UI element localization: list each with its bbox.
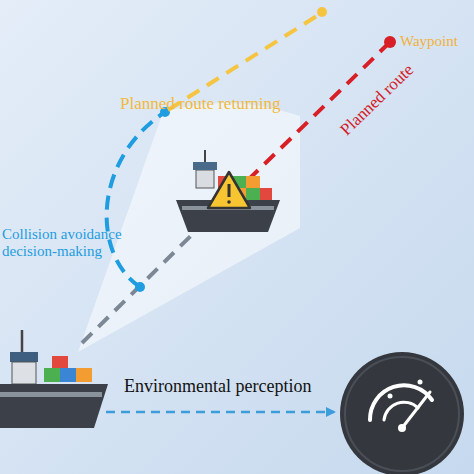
- radar-icon: [340, 352, 464, 474]
- ship-mast: [204, 150, 206, 162]
- container: [246, 188, 260, 200]
- radar-needle: [402, 392, 430, 428]
- radar-body: [340, 352, 464, 474]
- radar-arc: [384, 402, 418, 420]
- radar-blip: [418, 380, 423, 385]
- ship-bridge-top: [193, 162, 217, 170]
- returning-route-dot: [317, 7, 327, 17]
- obstacle-ship: [176, 150, 280, 232]
- ship-bridge-top: [10, 352, 38, 362]
- own-ship: [0, 330, 108, 428]
- hull-stripe: [0, 392, 102, 397]
- radar-ring: [345, 357, 459, 471]
- avoidance-start-dot: [135, 282, 145, 292]
- annotation-label: Planned route returning: [120, 94, 281, 114]
- radar-center: [398, 424, 406, 432]
- avoidance-path: [107, 112, 165, 287]
- annotation-label: Collision avoidance decision-making: [2, 226, 134, 261]
- ship-bridge: [12, 362, 36, 384]
- warning-mark: [227, 200, 231, 204]
- annotation-label: Environmental perception: [124, 376, 311, 397]
- warning-sign: [208, 172, 250, 208]
- annotation-label: Waypoint: [400, 33, 458, 50]
- ship-bridge: [196, 170, 214, 188]
- container: [76, 368, 92, 382]
- warning-mark: [228, 184, 231, 197]
- container: [52, 356, 68, 368]
- ship-hull: [0, 384, 108, 428]
- container: [44, 368, 60, 382]
- perception-arrow: [106, 411, 334, 414]
- container: [260, 188, 272, 200]
- container: [246, 176, 260, 188]
- container: [60, 368, 76, 382]
- ship-mast: [21, 330, 24, 352]
- waypoint-dot: [384, 36, 396, 48]
- radar-blip: [388, 394, 393, 399]
